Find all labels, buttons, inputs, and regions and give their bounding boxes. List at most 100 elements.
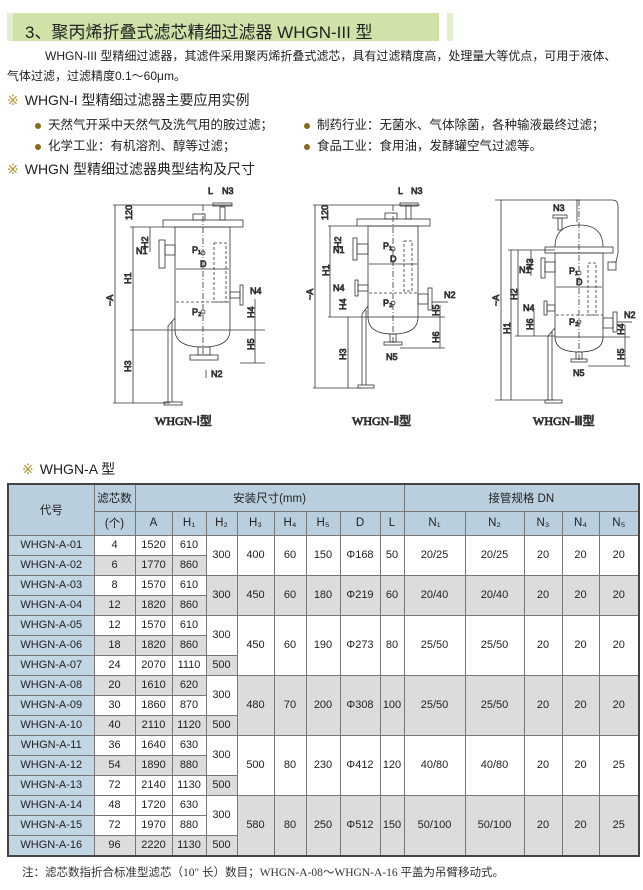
pipe-n1: 20/40 <box>403 574 466 616</box>
dim-h5: 250 <box>305 794 341 856</box>
dim-label: N3 <box>553 203 565 213</box>
pipe-n4: 20 <box>561 674 600 736</box>
dim-label: P₂ <box>192 307 202 317</box>
dim-h1: 1110 <box>171 654 207 676</box>
model-code: WHGN-A-07 <box>7 654 95 676</box>
application-text: 食品工业：食用油，发酵罐空气过滤等。 <box>317 139 543 153</box>
dim-label: N2 <box>211 369 223 379</box>
section-heading-text: WHGN-A 型 <box>39 461 116 477</box>
dim-label: N5 <box>573 368 585 378</box>
application-item: 制药行业：无菌水、气体除菌，各种输液最终过滤； <box>304 114 605 133</box>
dim-h4: 60 <box>273 534 307 576</box>
dim-h3: 500 <box>236 734 275 796</box>
cartridge-count: 72 <box>93 814 136 836</box>
cartridge-count: 6 <box>93 554 136 576</box>
dim-h3: 400 <box>236 534 275 576</box>
pipe-n3: 20 <box>523 614 563 676</box>
dim-h1: 620 <box>171 674 207 696</box>
section-heading-structure: ※ WHGN 型精细过滤器典型结构及尺寸 <box>7 159 255 179</box>
model-code: WHGN-A-01 <box>7 534 95 556</box>
cartridge-count: 8 <box>93 574 136 596</box>
dim-label: N1 <box>519 265 531 275</box>
dim-label: N5 <box>386 352 398 362</box>
dim-a: 2070 <box>134 654 173 676</box>
dim-label: P₁ <box>383 241 392 251</box>
dim-h1: 860 <box>171 554 207 576</box>
pipe-n3: 20 <box>523 574 563 616</box>
dim-label: H3 <box>123 360 133 372</box>
header-col-2: H₂ <box>205 510 238 536</box>
dim-a: 2140 <box>134 774 173 796</box>
application-item: 天然气开采中天然气及洗气用的胺过滤； <box>35 114 273 133</box>
pipe-n4: 20 <box>561 614 600 676</box>
intro-line-1: WHGN-III 型精细过滤器，其滤件采用聚丙烯折叠式滤芯，具有过滤精度高，处理… <box>45 49 617 63</box>
cartridge-count: 54 <box>93 754 136 776</box>
cartridge-count: 24 <box>93 654 136 676</box>
diagram-caption: WHGN-Ⅰ型 <box>155 414 212 428</box>
intro-line-2: 气体过滤，过滤精度0.1～60μm。 <box>7 69 186 83</box>
header-install-dims: 安装尺寸(mm) <box>134 483 405 512</box>
header-col-0: A <box>134 510 173 536</box>
dim-d: Φ219 <box>339 574 381 616</box>
dim-label: L <box>398 186 403 196</box>
header-col-6: D <box>339 510 381 536</box>
header-count: 滤芯数 <box>93 483 136 512</box>
dim-h4: 80 <box>273 794 307 856</box>
dim-label: H1 <box>321 264 331 276</box>
header-col-7: L <box>379 510 405 536</box>
dim-label: P₁ <box>192 245 201 255</box>
table-footnote: 注：滤芯数指折合标准型滤芯（10″ 长）数目；WHGN-A-08～WHGN-A-… <box>22 867 505 879</box>
dim-label: H5 <box>616 348 626 360</box>
pipe-n1: 25/50 <box>403 614 466 676</box>
dim-label: H2 <box>140 236 150 248</box>
reference-mark-icon: ※ <box>7 161 19 177</box>
pipe-n2: 40/80 <box>464 734 525 796</box>
dim-l: 150 <box>379 794 405 856</box>
model-code: WHGN-A-05 <box>7 614 95 636</box>
header-pipe-spec: 接管规格 DN <box>403 483 640 512</box>
model-code: WHGN-A-14 <box>7 794 95 816</box>
pipe-n1: 20/25 <box>403 534 466 576</box>
dim-h3: 450 <box>236 574 275 616</box>
bullet-icon <box>35 122 41 129</box>
pipe-n2: 20/40 <box>464 574 525 616</box>
dim-h1: 630 <box>171 734 207 756</box>
dim-label: H2 <box>509 288 519 300</box>
dim-h2: 300 <box>205 534 238 576</box>
dim-h1: 870 <box>171 694 207 716</box>
pipe-n5: 25 <box>598 794 640 856</box>
pipe-n3: 20 <box>523 534 563 576</box>
model-code: WHGN-A-12 <box>7 754 95 776</box>
pipe-n4: 20 <box>561 574 600 616</box>
dim-h1: 880 <box>171 814 207 836</box>
dim-h2: 300 <box>205 734 238 776</box>
pipe-n1: 50/100 <box>403 794 466 856</box>
pipe-n3: 20 <box>523 674 563 736</box>
dim-label: N1 <box>333 245 345 255</box>
application-text: 化学工业：有机溶剂、醇等过滤； <box>48 139 236 153</box>
dim-a: 1970 <box>134 814 173 836</box>
reference-mark-icon: ※ <box>22 461 34 477</box>
diagram-type-2: L N3 120 H2 N1 H1 ~A H3 D P₁ P₂ N4 H4 N2… <box>305 186 456 429</box>
model-code: WHGN-A-08 <box>7 674 95 696</box>
dim-h1: 1120 <box>171 714 207 736</box>
dim-l: 80 <box>379 614 405 676</box>
dim-label: H6 <box>431 331 441 343</box>
pipe-n2: 25/50 <box>464 614 525 676</box>
dim-h5: 180 <box>305 574 341 616</box>
cartridge-count: 36 <box>93 734 136 756</box>
dim-label: 120 <box>320 205 330 220</box>
header-col-11: N₄ <box>561 510 600 536</box>
pipe-n5: 20 <box>598 674 640 736</box>
section-heading-text: WHGN 型精细过滤器典型结构及尺寸 <box>24 161 255 177</box>
dim-h4: 70 <box>273 674 307 736</box>
